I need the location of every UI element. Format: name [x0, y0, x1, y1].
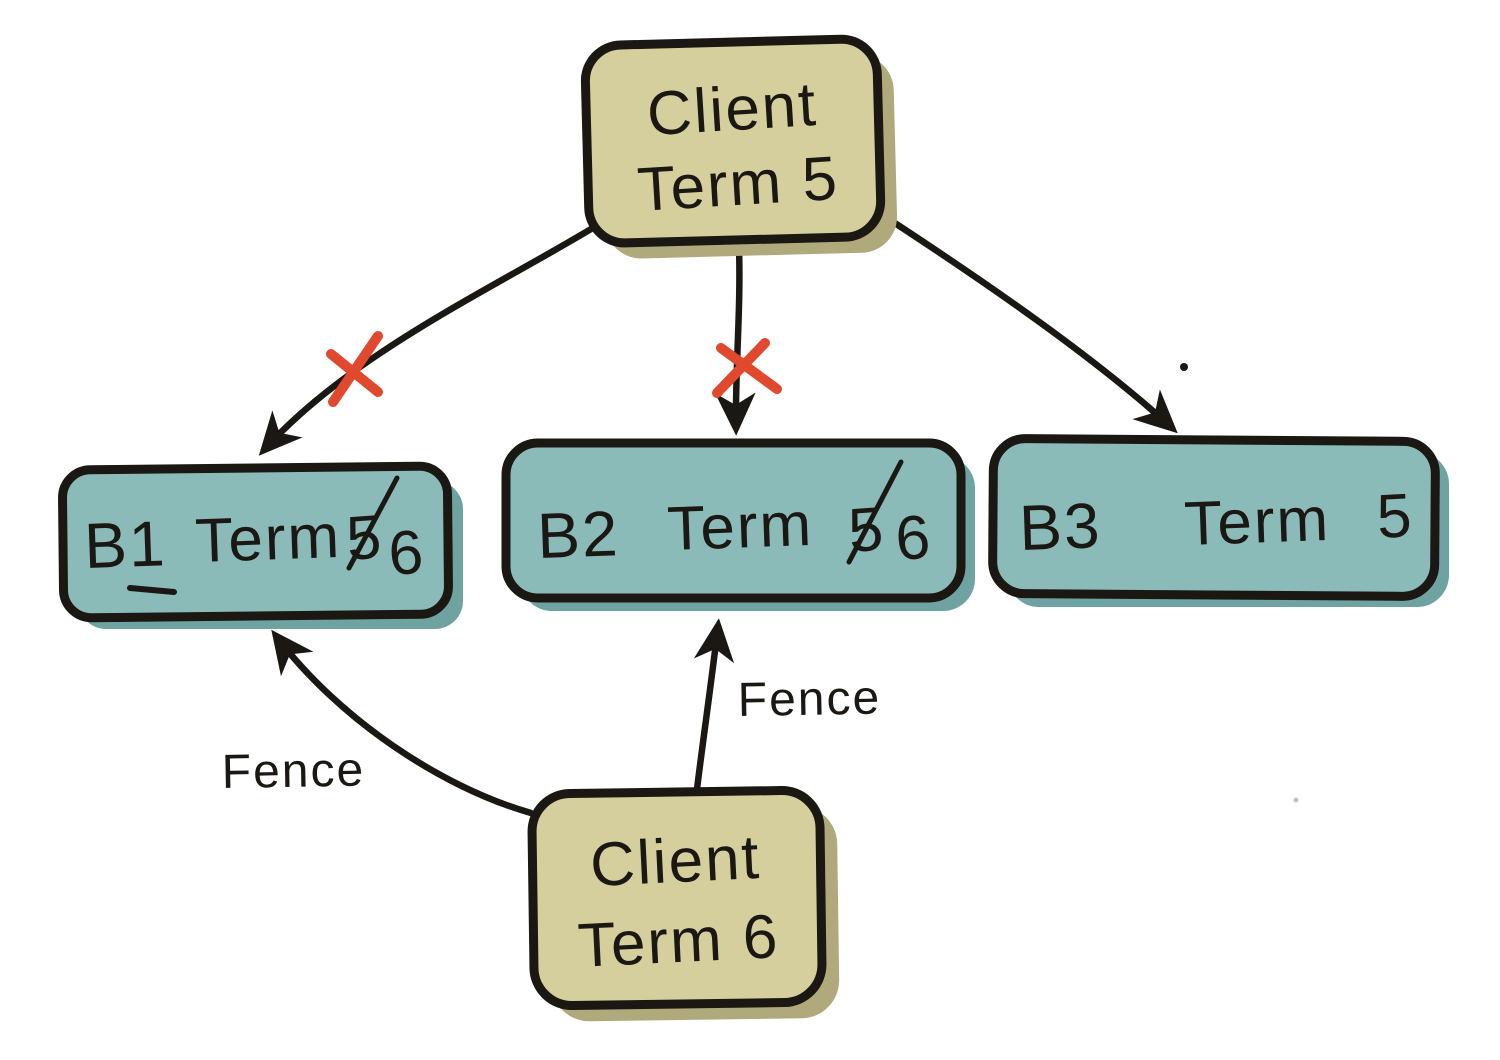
- edge-clientterm5-to-b2: [715, 243, 756, 436]
- b1-id: B1: [83, 507, 168, 582]
- node-b2: B2 Term 5 6: [501, 438, 975, 611]
- b3-term-value: 5: [1375, 481, 1415, 552]
- edge-clientterm5-to-b1: [258, 219, 605, 456]
- node-b1: B1 Term 5 6: [58, 461, 463, 629]
- b1-old-term-strike: [346, 475, 400, 571]
- client-term5-box: [580, 34, 886, 248]
- b3-term-word: Term: [1183, 485, 1331, 559]
- node-client-term5: Client Term 5: [580, 34, 898, 259]
- b2-box: [501, 438, 966, 603]
- b1-box: [58, 461, 453, 623]
- client-term6-line1: Client: [589, 823, 763, 900]
- edge-clientterm5-to-b3: [874, 208, 1178, 434]
- ink-speck-faint: [1293, 797, 1299, 803]
- b2-new-term: 6: [893, 503, 934, 574]
- edge-clientterm6-to-b1-fence: [271, 629, 535, 817]
- b1-term-word: Term: [194, 502, 342, 576]
- reject-x-middle-icon: [712, 338, 782, 398]
- fence-label-left: Fence: [221, 744, 365, 799]
- client-term6-line2: Term 6: [576, 902, 781, 981]
- node-b3: B3 Term 5: [988, 434, 1449, 607]
- b1-new-term: 6: [386, 518, 427, 589]
- b2-id: B2: [536, 497, 621, 572]
- client-term5-line1: Client: [645, 70, 819, 149]
- b3-id: B3: [1018, 489, 1103, 564]
- reject-x-left-icon: [326, 331, 383, 407]
- edge-clientterm6-to-b2-fence: [693, 618, 735, 793]
- b3-box: [988, 434, 1440, 601]
- b2-term-word: Term: [666, 490, 814, 564]
- ink-speck: [1180, 363, 1188, 371]
- client-term5-line2: Term 5: [635, 144, 840, 225]
- b2-old-term-strike: [846, 459, 904, 565]
- client-term6-box: [527, 786, 827, 1010]
- b1-id-underline: [127, 585, 177, 595]
- node-client-term6: Client Term 6: [527, 786, 840, 1022]
- fence-label-right: Fence: [737, 672, 881, 727]
